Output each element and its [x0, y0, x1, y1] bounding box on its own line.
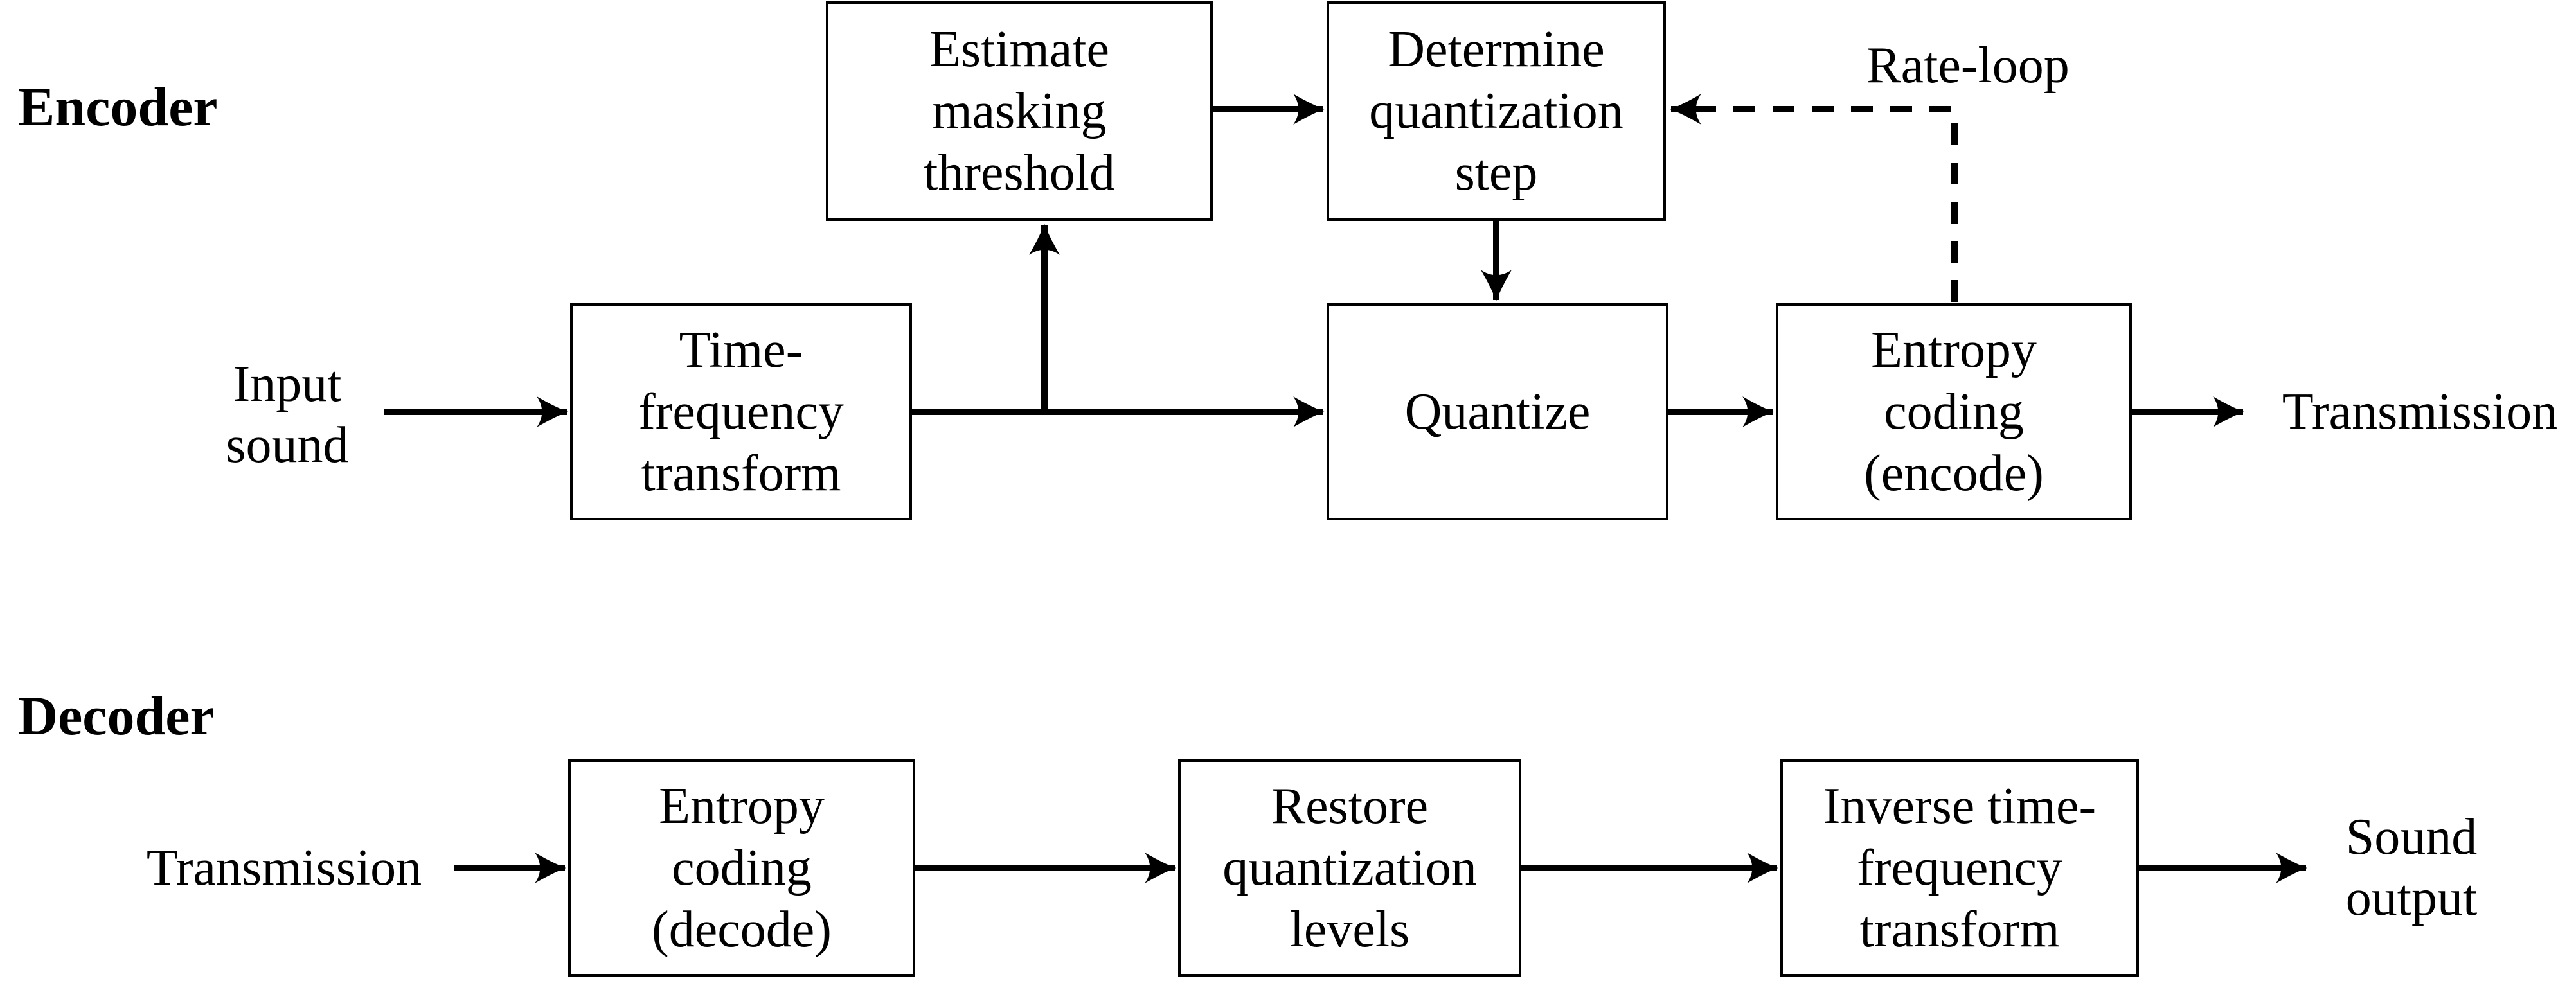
decoder-section-label: Decoder	[18, 685, 215, 747]
box-quantize-label: Quantize	[1404, 384, 1591, 440]
box-restore-quantization-levels: Restore quantization levels	[1178, 759, 1521, 977]
box-entropy-coding-encode-label: Entropy coding (encode)	[1864, 322, 2044, 502]
box-quantize: Quantize	[1327, 303, 1668, 520]
box-restore-quantization-levels-label: Restore quantization levels	[1222, 778, 1477, 958]
box-inverse-time-frequency-transform-label: Inverse time- frequency transform	[1823, 778, 2097, 958]
encoder-section-label: Encoder	[18, 76, 218, 137]
box-inverse-time-frequency-transform: Inverse time- frequency transform	[1780, 759, 2139, 977]
box-entropy-coding-decode-label: Entropy coding (decode)	[652, 778, 832, 958]
box-time-frequency-transform-label: Time- frequency transform	[638, 322, 844, 502]
sound-output-label: Sound output	[2345, 809, 2478, 926]
box-estimate-masking-threshold-label: Estimate masking threshold	[924, 21, 1115, 201]
transmission-input-label: Transmission	[146, 840, 422, 896]
arrow-rate-loop-feedback	[1670, 94, 1958, 302]
box-determine-quantization-step: Determine quantization step	[1327, 1, 1666, 221]
input-sound-label: Input sound	[226, 356, 349, 473]
box-time-frequency-transform: Time- frequency transform	[570, 303, 912, 520]
box-determine-quantization-step-label: Determine quantization step	[1369, 21, 1623, 201]
box-estimate-masking-threshold: Estimate masking threshold	[826, 1, 1213, 221]
box-entropy-coding-decode: Entropy coding (decode)	[568, 759, 915, 977]
transmission-output-label: Transmission	[2282, 384, 2558, 440]
rate-loop-label: Rate-loop	[1866, 37, 2070, 94]
box-entropy-coding-encode: Entropy coding (encode)	[1776, 303, 2132, 520]
